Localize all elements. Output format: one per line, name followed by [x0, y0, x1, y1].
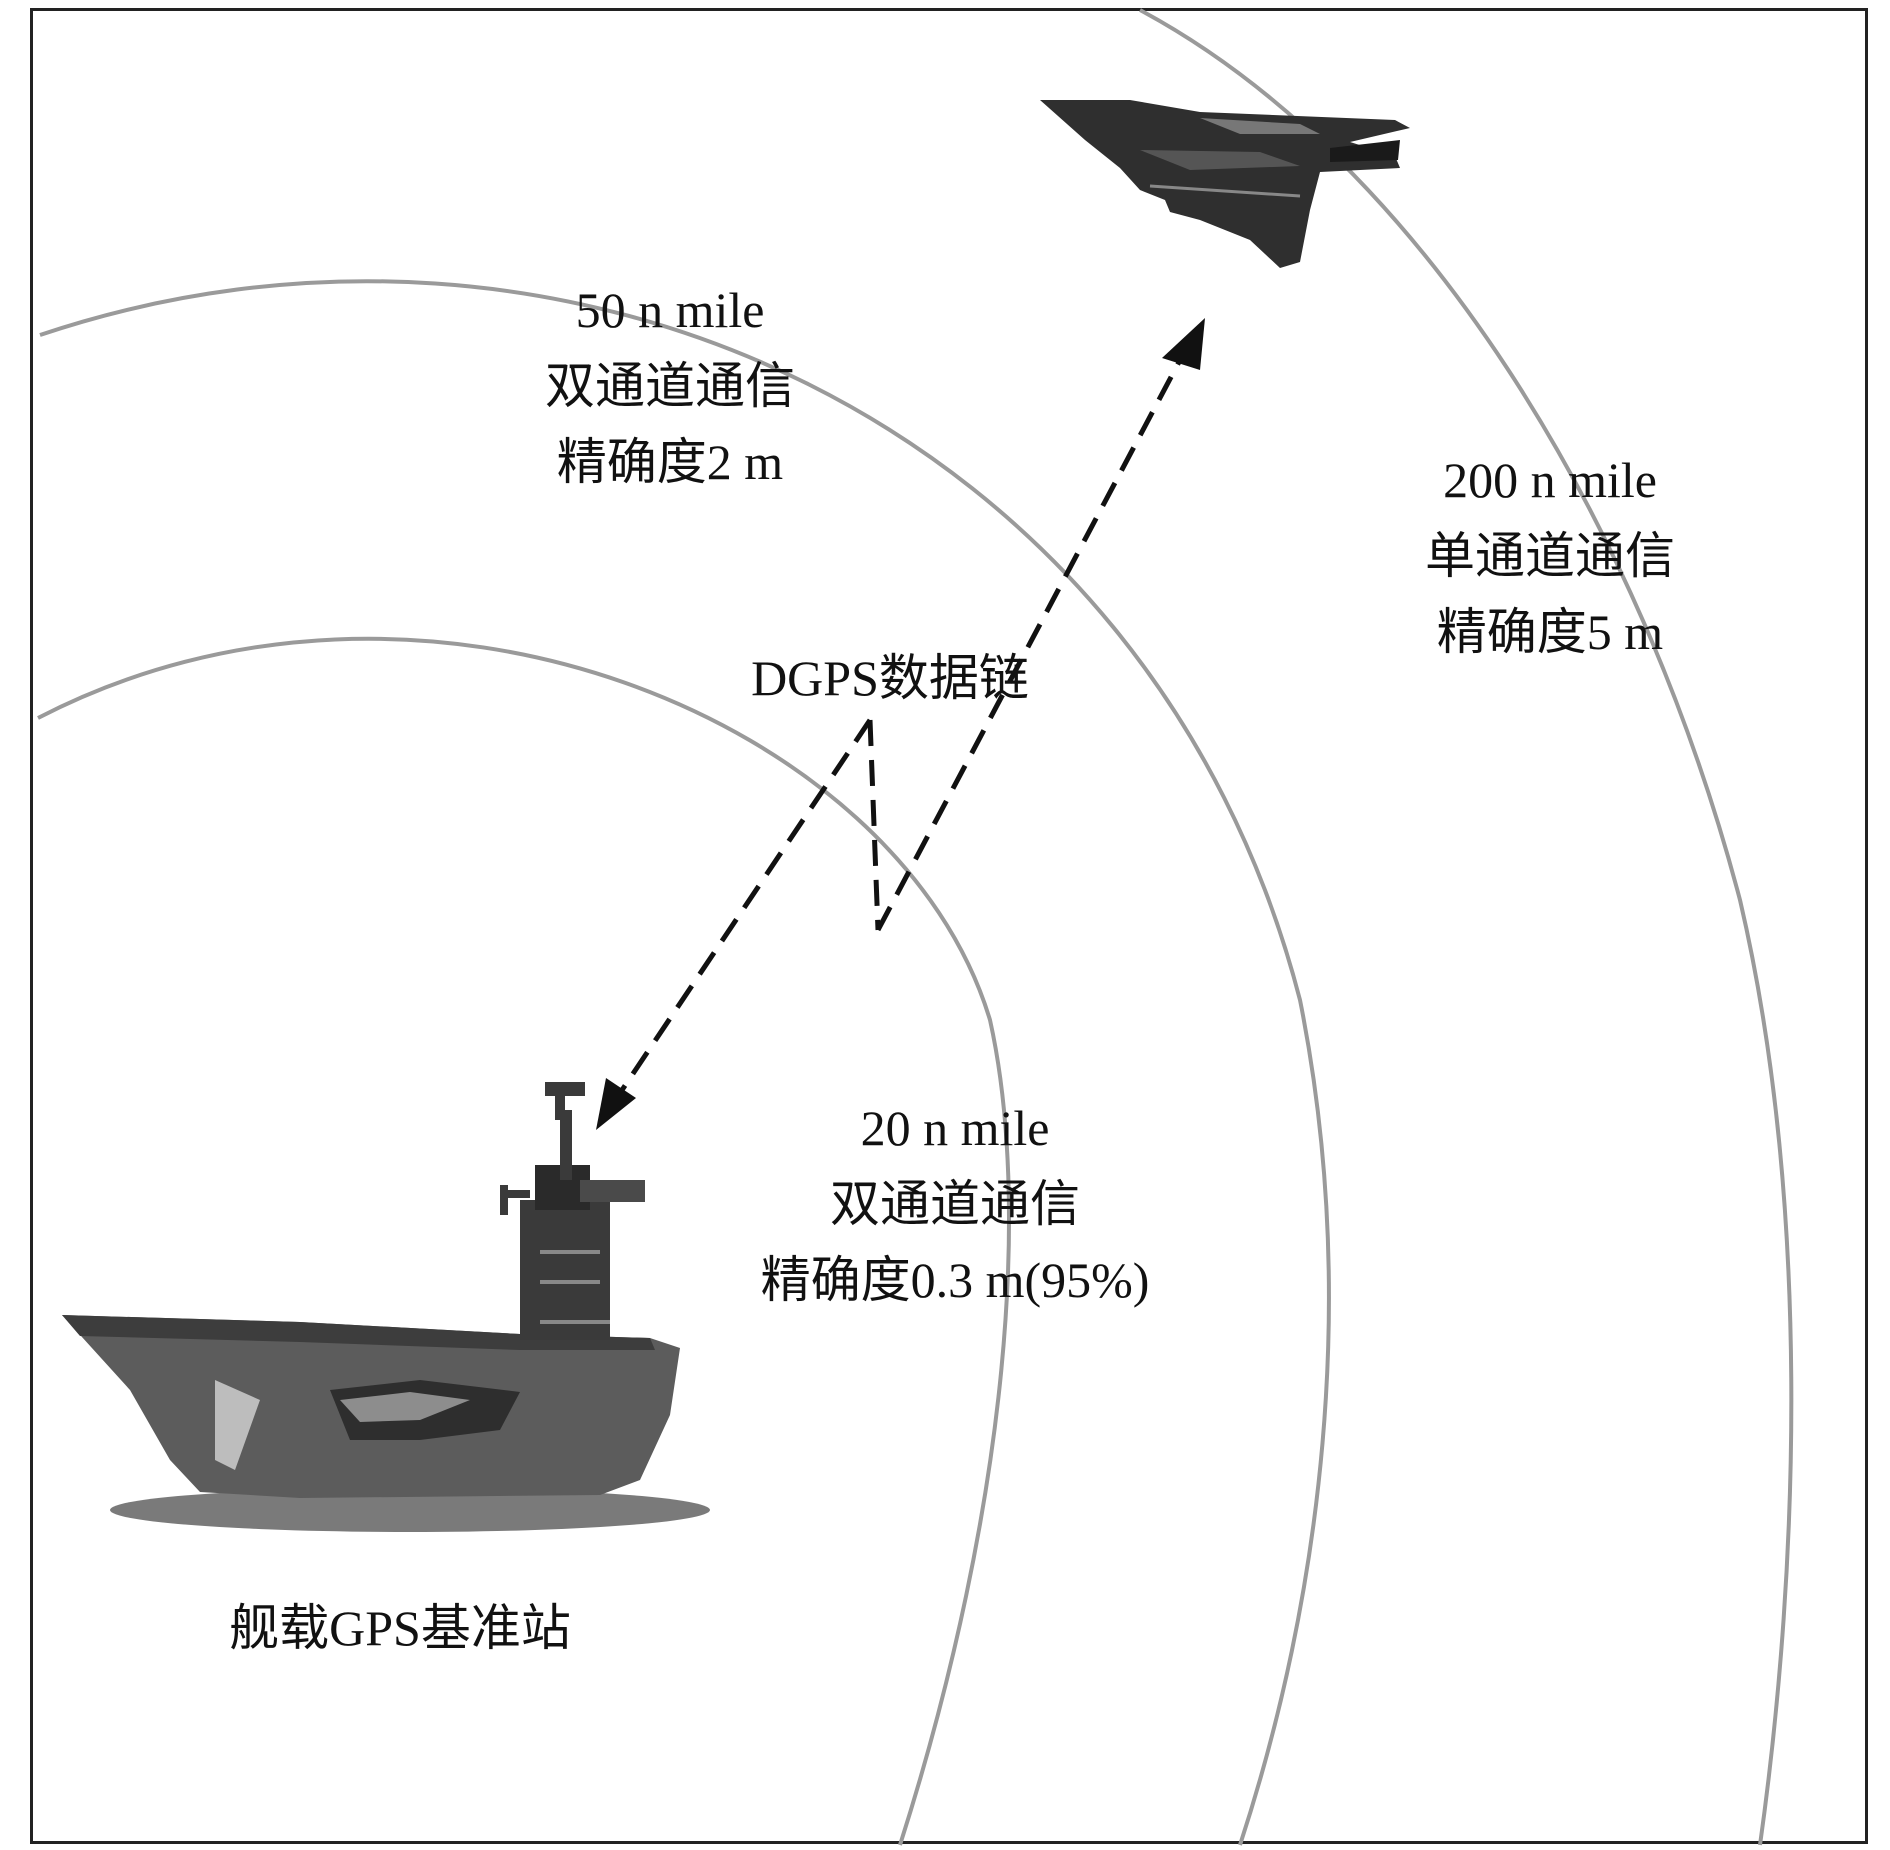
arrowhead-to-aircraft — [1162, 318, 1205, 370]
ring-mode-text: 双通道通信 — [470, 348, 870, 424]
fighter-jet-icon — [1040, 100, 1410, 268]
ring-accuracy-text: 精确度5 m — [1385, 594, 1715, 670]
ring-label-20nmile: 20 n mile 双通道通信 精确度0.3 m(95%) — [720, 1090, 1190, 1318]
ring-accuracy-text: 精确度2 m — [470, 424, 870, 500]
datalink-line-branch — [870, 720, 878, 930]
ring-range-text: 200 n mile — [1385, 442, 1715, 518]
datalink-line-to-aircraft — [878, 345, 1188, 930]
ring-range-text: 20 n mile — [720, 1090, 1190, 1166]
aircraft-carrier-icon — [62, 1082, 710, 1532]
ring-mode-text: 单通道通信 — [1385, 518, 1715, 594]
range-ring-200nmile — [1140, 10, 1791, 1845]
ring-accuracy-text: 精确度0.3 m(95%) — [720, 1242, 1190, 1318]
ring-label-200nmile: 200 n mile 单通道通信 精确度5 m — [1385, 442, 1715, 670]
ship-station-label: 舰载GPS基准站 — [190, 1590, 610, 1666]
datalink-line-to-ship — [610, 720, 870, 1108]
ring-label-50nmile: 50 n mile 双通道通信 精确度2 m — [470, 272, 870, 500]
ring-mode-text: 双通道通信 — [720, 1166, 1190, 1242]
arrowhead-to-ship — [596, 1078, 636, 1130]
ring-range-text: 50 n mile — [470, 272, 870, 348]
datalink-label: DGPS数据链 — [700, 640, 1080, 716]
